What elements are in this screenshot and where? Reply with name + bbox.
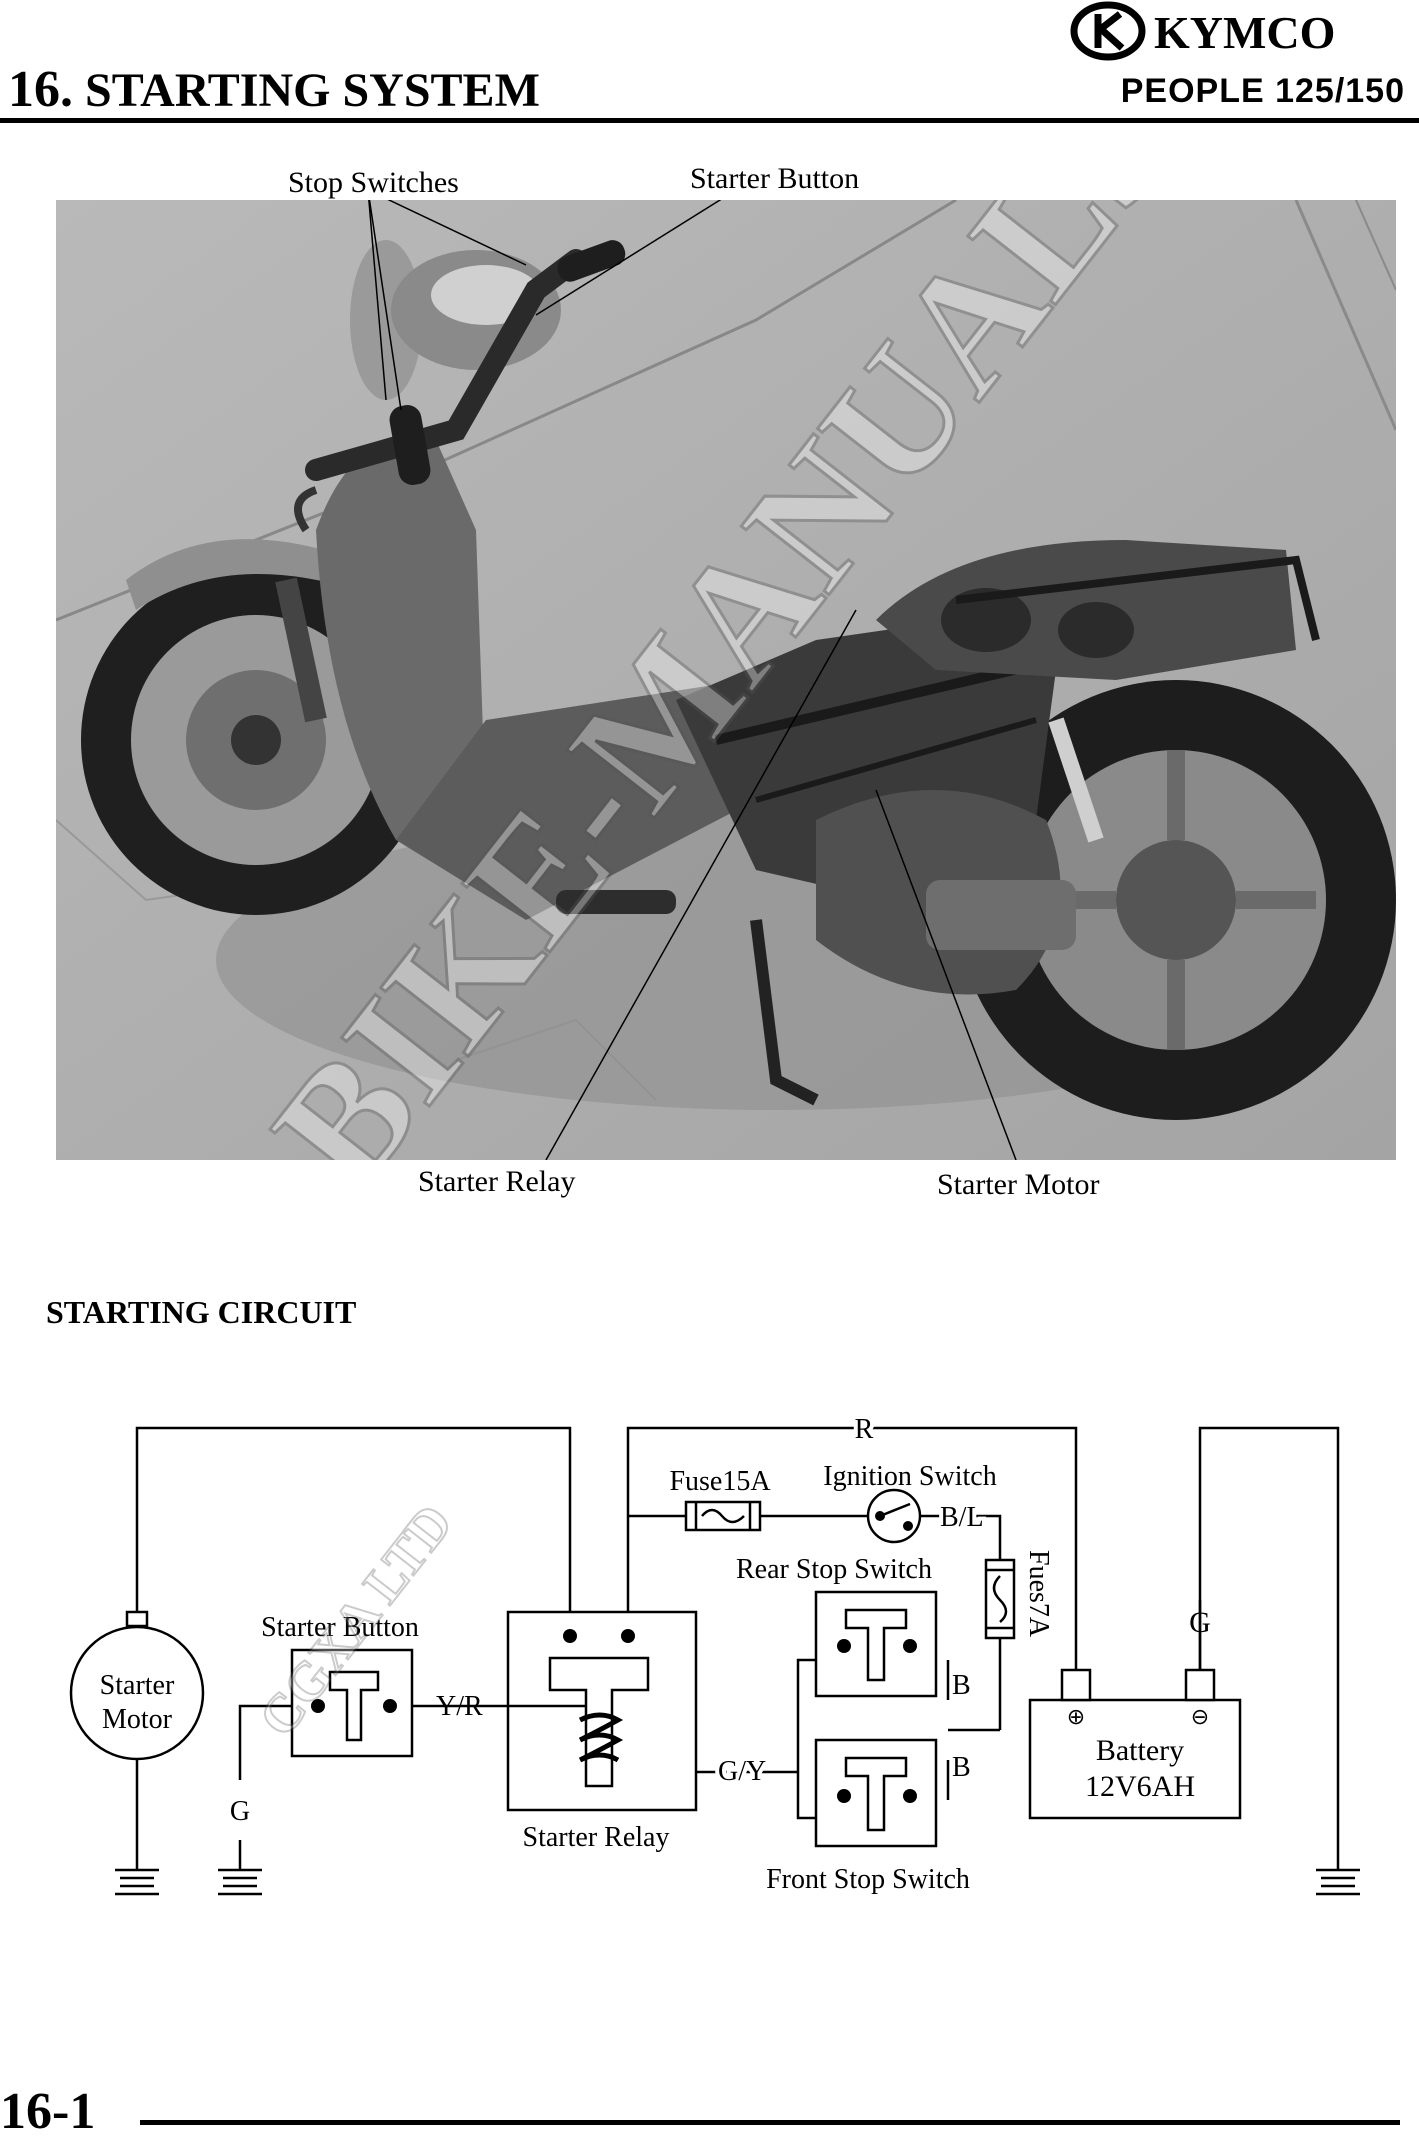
chapter-title-text: STARTING SYSTEM [85,64,540,117]
starting-circuit-diagram: Starter Motor Starter Button Y/R G Start… [69,1410,1360,1896]
callout-starter-button: Starter Button [690,162,860,195]
wire-label-b1: B [952,1670,971,1701]
ignition-switch-symbol [866,1488,922,1544]
wire-label-g-right: G [1189,1606,1211,1639]
chapter-title: 16. STARTING SYSTEM [8,60,540,119]
fuse7a-label: Fues7A [1023,1550,1054,1638]
front-stop-switch-label: Front Stop Switch [766,1864,970,1895]
ground-icon [218,1868,262,1896]
ground-icon [1316,1868,1360,1896]
starter-relay-symbol [486,1610,698,1812]
wire-label-b2: B [952,1752,971,1783]
brand-name: KYMCO [1154,7,1335,58]
model-name: PEOPLE 125/150 [1120,72,1405,110]
starter-button-switch [290,1648,414,1758]
scooter-photo: BIKE-MANUALS [56,200,1396,1160]
battery-negative-icon: ⊖ [1191,1704,1209,1729]
battery-positive-icon: ⊕ [1067,1704,1085,1729]
fuse15a-label: Fuse15A [669,1466,771,1497]
kymco-logo: KYMCO [1070,1,1335,61]
starter-button-label: Starter Button [261,1612,419,1643]
battery-label: Battery [1096,1734,1184,1767]
ground-icon [115,1868,159,1896]
wire-label-yr: Y/R [436,1691,483,1722]
fuse7a-symbol [984,1550,1016,1650]
footer-rule [140,2120,1400,2125]
starter-relay-label: Starter Relay [523,1822,670,1853]
battery-symbol [1028,1668,1242,1820]
starter-motor-symbol [69,1625,205,1761]
starter-motor-label-1: Starter [100,1670,175,1701]
page-number: 16-1 [0,2083,96,2140]
callout-starter-relay: Starter Relay [418,1165,576,1198]
battery-spec: 12V6AH [1085,1770,1195,1803]
callout-starter-motor: Starter Motor [937,1168,1100,1201]
chapter-number: 16. [8,61,73,118]
callout-stop-switches: Stop Switches [288,166,459,199]
wire-label-r: R [855,1414,874,1445]
starter-motor-terminal [125,1610,149,1628]
rear-stop-switch-label: Rear Stop Switch [736,1554,932,1585]
fuse15a-symbol [684,1500,762,1532]
header-rule [0,118,1419,123]
wire-label-bl: B/L [940,1502,984,1533]
wire-label-g-left: G [230,1796,250,1827]
rear-stop-switch-symbol [814,1590,938,1698]
front-stop-switch-symbol [814,1738,938,1848]
ignition-switch-label: Ignition Switch [823,1461,996,1492]
section-heading: STARTING CIRCUIT [46,1294,357,1330]
wire-label-gy: G/Y [718,1756,766,1787]
starter-motor-label-2: Motor [102,1704,173,1735]
